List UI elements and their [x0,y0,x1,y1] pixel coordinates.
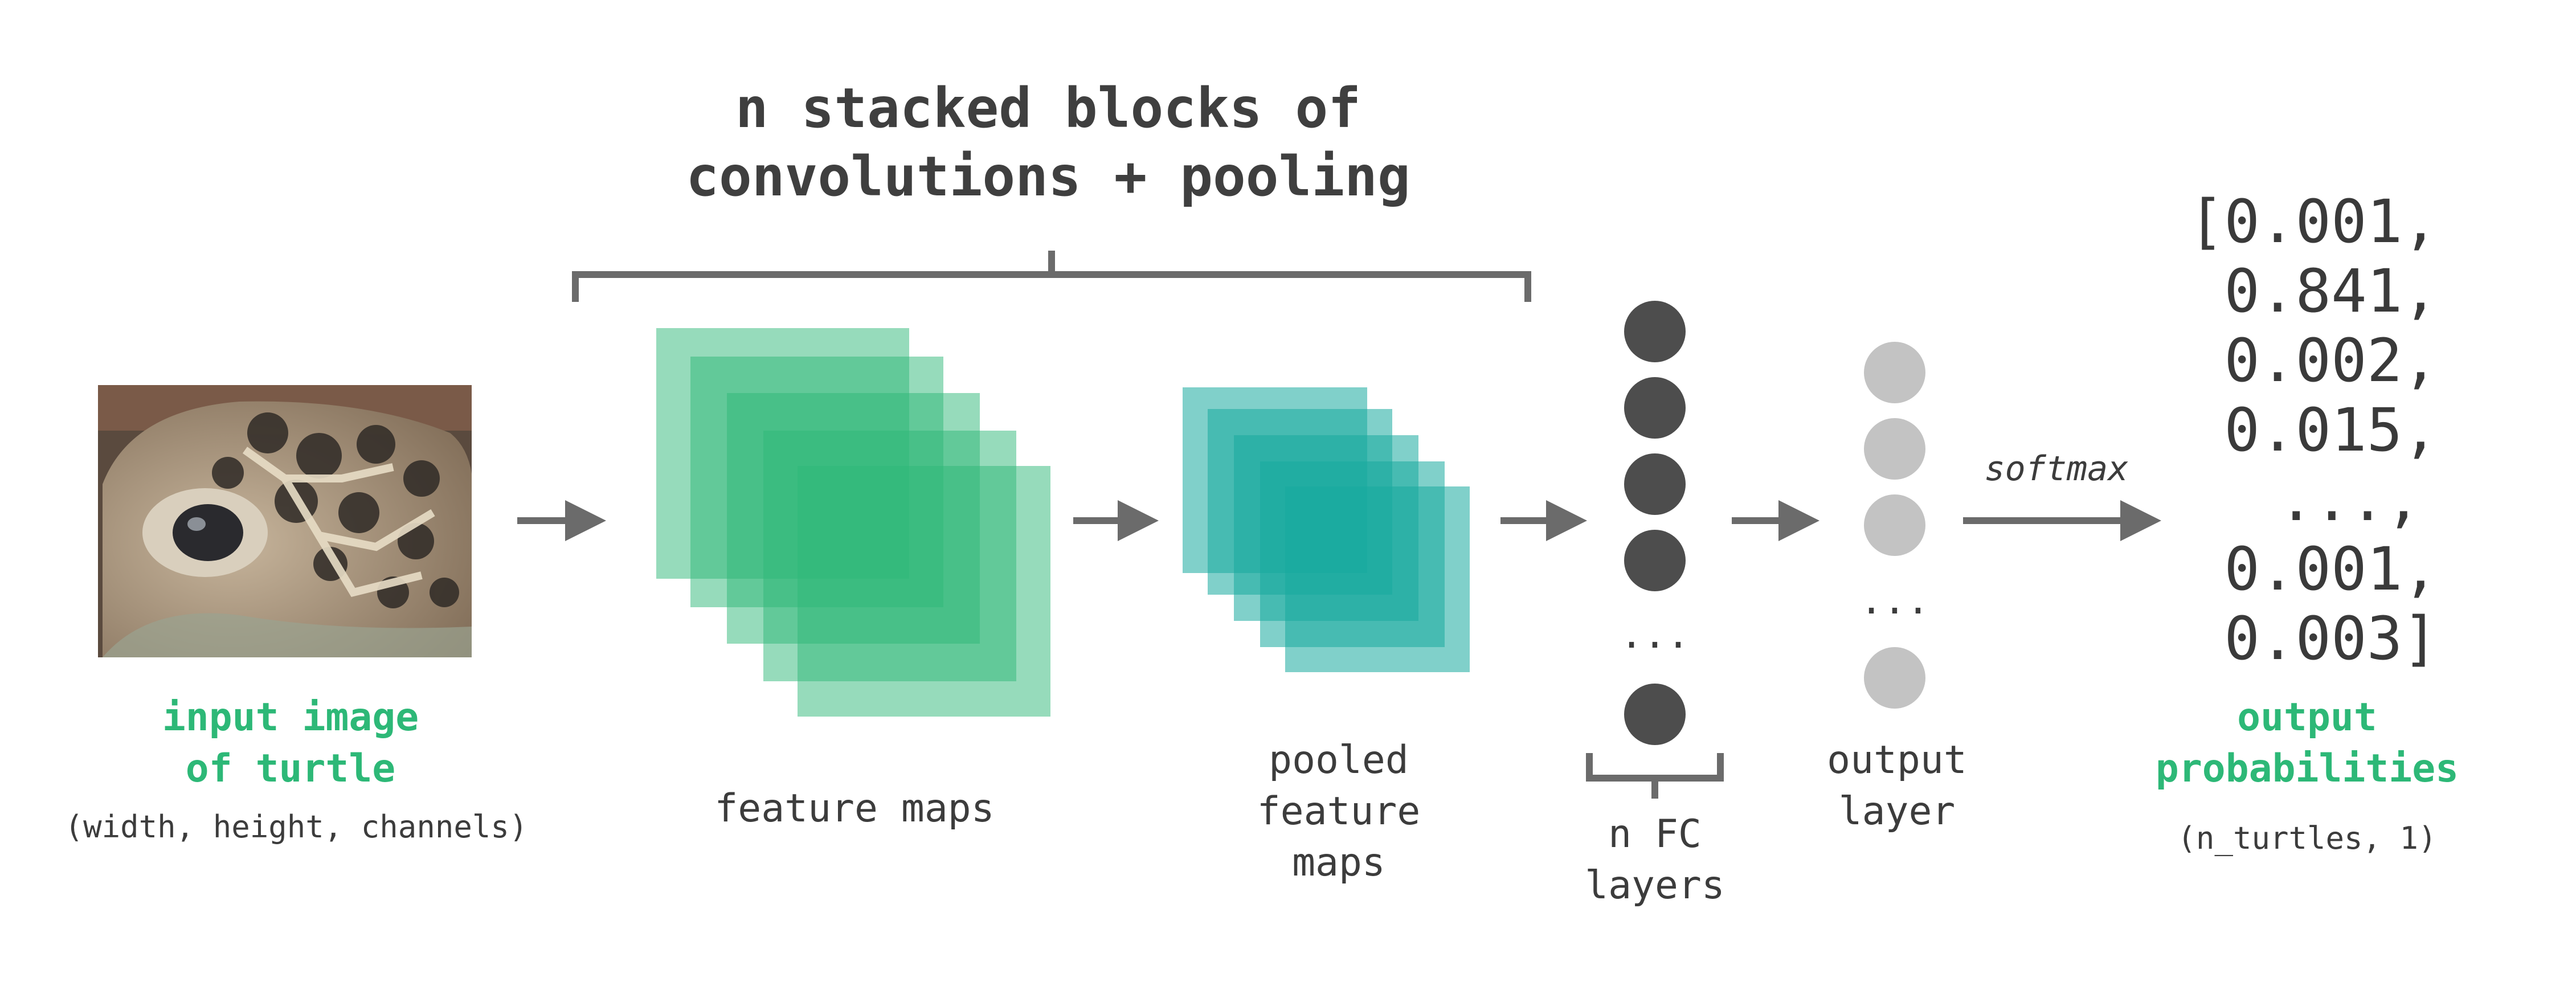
pooled-maps-stack [1183,387,1470,672]
conv-pool-bracket [572,251,1531,302]
title-line-2: convolutions + pooling [686,145,1410,208]
probability-value: 0.003] [2224,604,2438,673]
output-layer-label-line-2: layer [1838,789,1956,834]
probability-value: [0.001, [2188,187,2438,256]
title-line-1: n stacked blocks of [735,76,1361,140]
fc-node [1624,684,1686,745]
pooled-map-5 [1285,486,1470,672]
probability-value: ..., [2278,465,2421,534]
probability-value: 0.015, [2224,395,2438,465]
fc-bracket [1586,753,1724,799]
fc-ellipsis: ... [1620,612,1690,657]
pooled-label-line-3: maps [1292,840,1385,885]
input-label-line-1: input image [162,695,419,740]
probability-vector: [0.001, 0.841, 0.002, 0.015, ..., 0.001,… [2165,187,2438,673]
fc-node [1624,530,1686,591]
input-shape-label: (width, height, channels) [64,809,528,845]
probability-value: 0.841, [2224,256,2438,326]
diagram-title: n stacked blocks of convolutions + pooli… [592,74,1504,211]
output-layer-nodes [1864,342,1925,709]
pooled-feature-maps-label: pooled feature maps [1179,735,1498,889]
output-node [1864,494,1925,556]
probability-value: 0.002, [2224,326,2438,395]
fc-layer-nodes [1624,301,1686,745]
probability-value: 0.001, [2224,534,2438,604]
output-node [1864,342,1925,403]
fc-node [1624,453,1686,515]
output-prob-label-line-2: probabilities [2155,746,2459,791]
turtle-image [98,385,472,657]
fc-label-line-2: layers [1585,863,1725,908]
softmax-label: softmax [1984,449,2129,489]
feature-maps-label: feature maps [714,786,995,831]
output-node [1864,418,1925,480]
output-node [1864,647,1925,709]
feature-map-5 [798,466,1050,717]
fc-layers-label: n FC layers [1541,809,1769,911]
output-layer-label-line-1: output [1827,738,1967,783]
pooled-label-line-2: feature [1257,789,1421,834]
pooled-label-line-1: pooled [1269,738,1409,783]
output-shape-label: (n_turtles, 1) [2177,820,2437,856]
fc-node [1624,377,1686,439]
fc-label-line-1: n FC [1608,812,1702,857]
output-layer-label: output layer [1789,735,2005,837]
output-prob-label-line-1: output [2237,695,2377,740]
fc-node [1624,301,1686,362]
output-ellipsis: ... [1859,578,1930,623]
feature-maps-stack [656,328,1050,717]
input-label-line-2: of turtle [185,746,396,791]
output-probabilities-label: output probabilities [2108,692,2507,795]
input-image-label: input image of turtle [91,692,490,795]
